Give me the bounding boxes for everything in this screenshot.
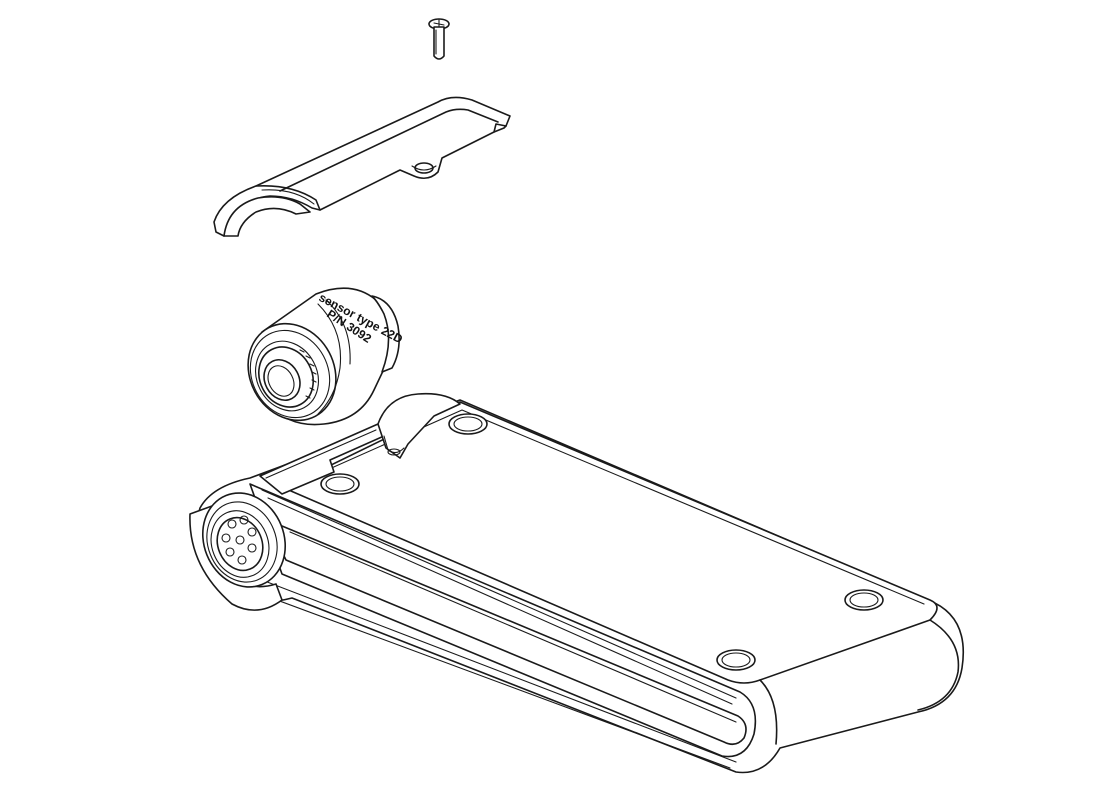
base-housing <box>189 392 964 774</box>
sensor-module: sensor type 22D P/N 3092 <box>247 287 405 426</box>
connector-pins <box>221 515 257 565</box>
top-cover-clip <box>213 96 511 237</box>
connector-end-cap <box>189 492 287 611</box>
mounting-holes <box>320 413 884 671</box>
screw <box>428 18 450 60</box>
sensor-cradle <box>259 392 461 495</box>
